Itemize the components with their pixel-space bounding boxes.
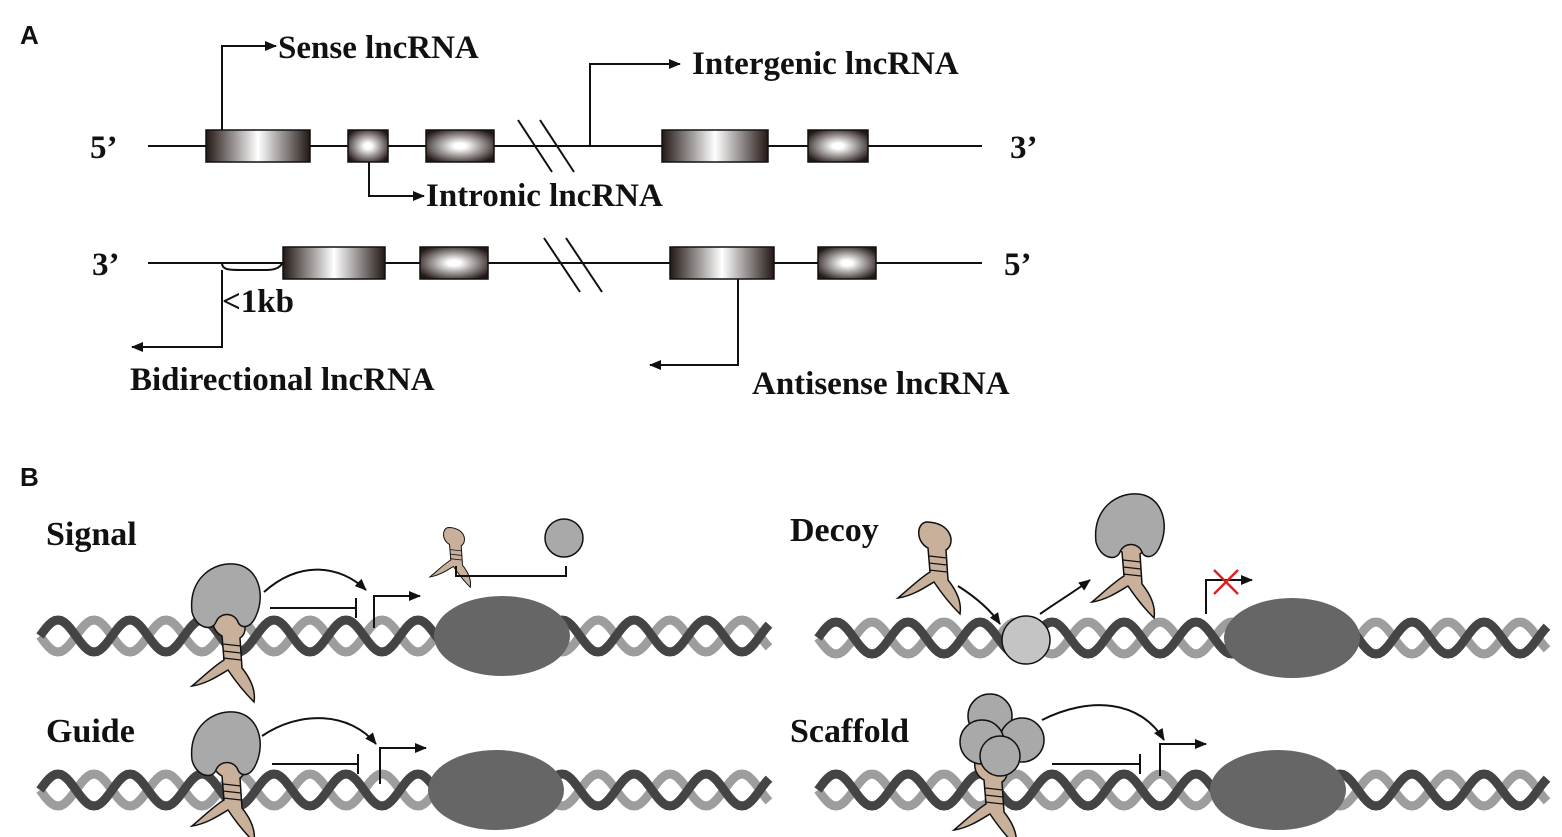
scaffold-tss-arrow [1159,739,1207,776]
dna-helix-decoy [814,617,1551,659]
signal-bracket [455,566,567,577]
scaffold-group [953,693,1346,837]
signal-free-lncrna [429,527,472,588]
bidirectional-arrow [131,270,223,352]
decoy-arrow-down [957,585,1001,625]
dna-strand-2 [814,617,1551,659]
antisense-lncrna-label: Antisense lncRNA [752,366,1010,402]
dna-strand-2 [36,769,773,811]
signal-group [190,518,584,703]
dna-strand-1 [36,769,773,811]
dna-strand-2 [814,769,1551,811]
bidirectional-lncrna-label: Bidirectional lncRNA [130,362,435,398]
signal-polymerase [434,596,570,676]
antisense-arrow [649,279,739,370]
decoy-tss-arrow [1205,575,1253,614]
signal-activation-arrow [263,568,367,593]
bottom-strand [148,237,982,293]
dna-strand-1 [36,615,773,657]
decoy-label: Decoy [790,512,879,549]
bottom-strand-left-end: 3’ [92,247,120,283]
signal-free-protein [544,518,584,558]
intergenic-arrow [589,59,681,146]
scaffold-label: Scaffold [790,713,909,750]
guide-label: Guide [46,713,135,750]
dna-strand-1 [814,769,1551,811]
intronic-lncrna-label: Intronic lncRNA [426,178,663,214]
dna-helix-signal [36,615,773,657]
decoy-polymerase [1224,598,1360,678]
dna-strand-1 [814,617,1551,659]
scaffold-protein-bottom [979,735,1021,777]
bottom-strand-right-end: 5’ [1004,247,1032,283]
dna-helix-guide [36,769,773,811]
signal-tss-arrow [373,591,421,628]
guide-polymerase [428,750,564,830]
guide-tss-arrow [379,743,427,784]
intronic-arrow [368,162,425,201]
signal-label: Signal [46,516,137,553]
sense-lncrna-label: Sense lncRNA [278,30,479,66]
guide-group [190,711,564,837]
decoy-arrow-up [1039,579,1091,615]
panel-a-letter: A [20,20,39,50]
scaffold-polymerase [1210,750,1346,830]
distance-label: <1kb [222,284,294,320]
decoy-group [897,493,1360,678]
panel-b-letter: B [20,462,39,492]
top-strand-right-end: 3’ [1010,130,1038,166]
guide-activation-arrow [261,717,377,745]
scaffold-activation-arrow [1041,704,1165,741]
decoy-target-protein [1001,615,1051,665]
dna-helix-scaffold [814,769,1551,811]
decoy-lncrna-free [897,521,962,615]
dna-strand-2 [36,615,773,657]
distance-bracket [221,262,284,271]
intergenic-lncrna-label: Intergenic lncRNA [692,46,959,82]
sense-arrow [221,41,277,130]
top-strand [148,119,982,173]
top-strand-left-end: 5’ [90,130,118,166]
